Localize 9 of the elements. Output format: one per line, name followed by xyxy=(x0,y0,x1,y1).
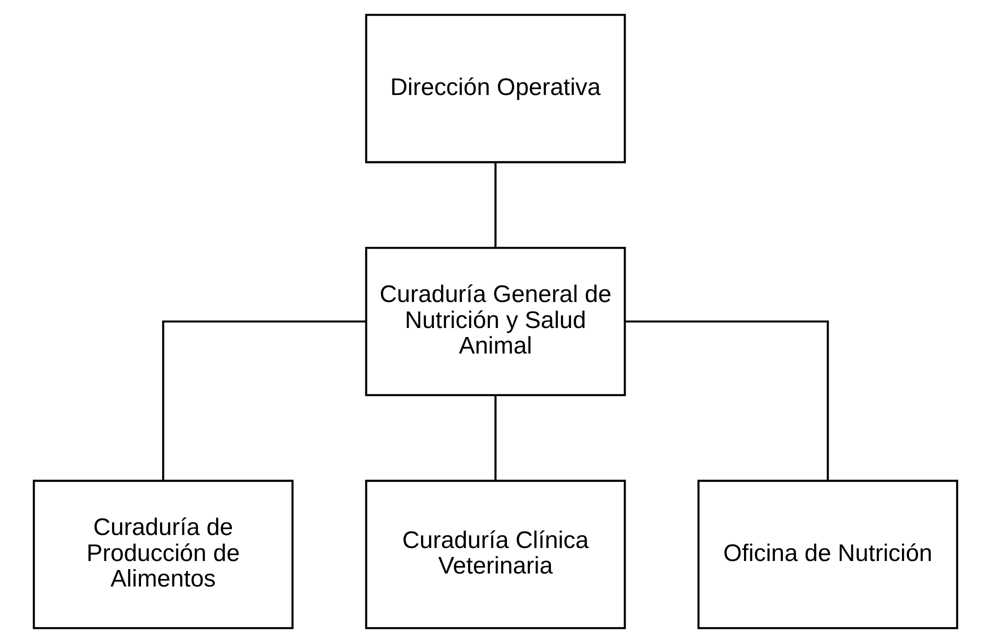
connector xyxy=(624,320,828,481)
node-box: Dirección Operativa xyxy=(364,14,626,164)
connector xyxy=(494,162,496,248)
connector xyxy=(162,320,366,481)
node-box: Curaduría Clínica Veterinaria xyxy=(364,480,626,630)
node-box: Curaduría de Producción de Alimentos xyxy=(32,480,294,630)
node-box: Oficina de Nutrición xyxy=(696,480,958,630)
node-box: Curaduría General de Nutrición y Salud Animal xyxy=(364,246,626,396)
connector xyxy=(494,395,496,480)
